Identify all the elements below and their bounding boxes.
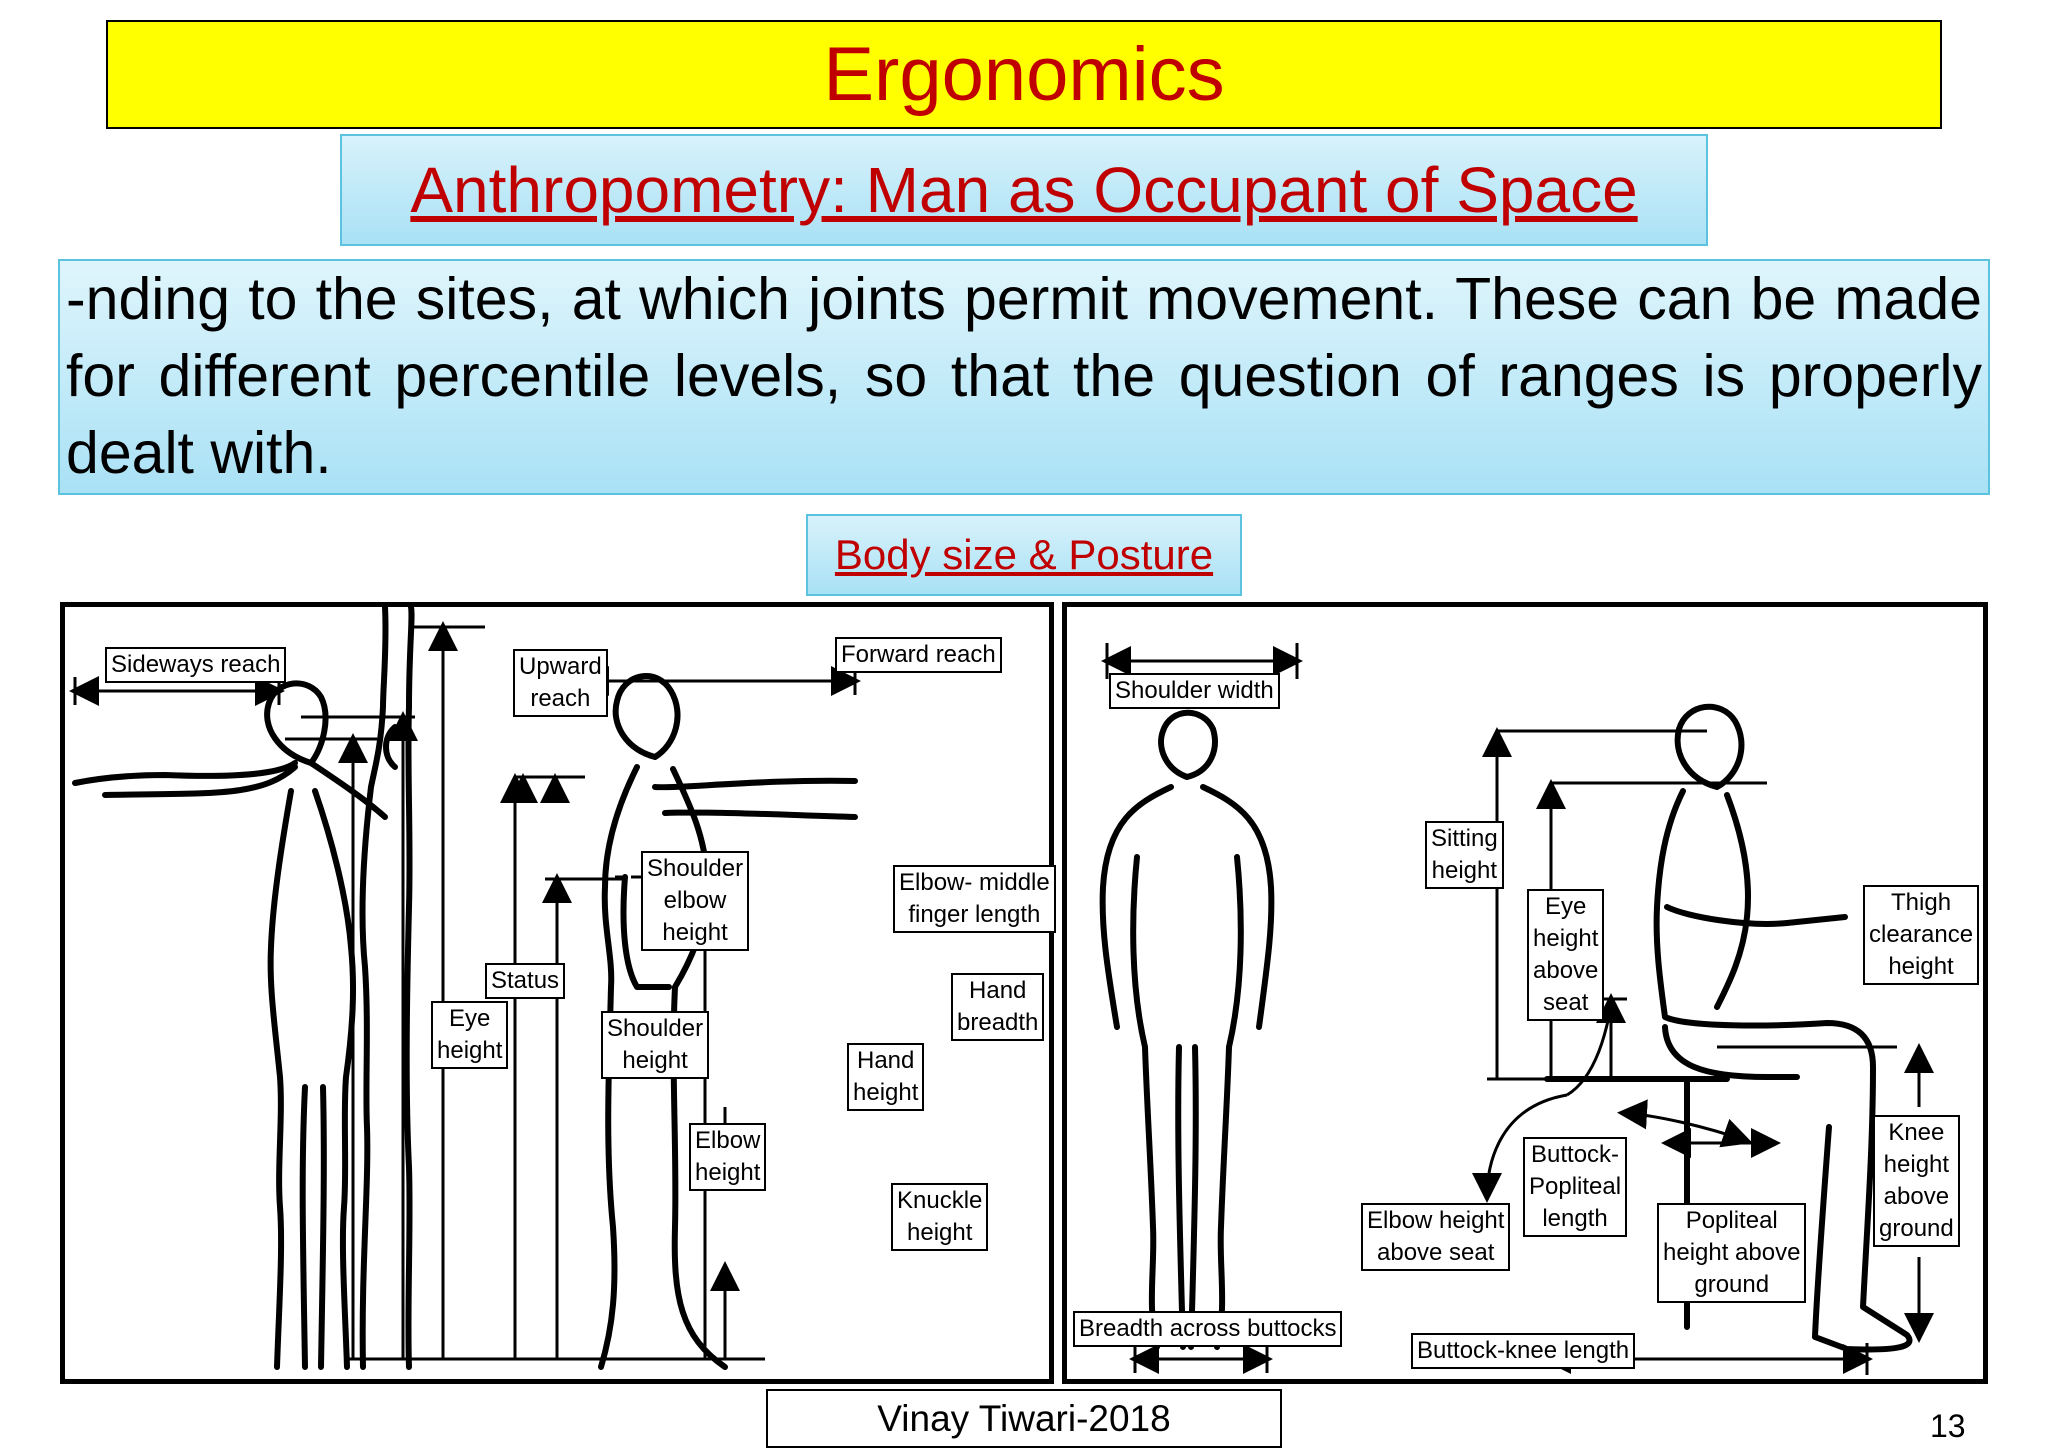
body-text-box: -nding to the sites, at which joints per…: [58, 259, 1990, 495]
label-thigh-clearance-height: Thigh clearance height: [1863, 885, 1980, 985]
label-shoulder-height: Shoulder height: [601, 1011, 710, 1079]
label-buttock-knee-length: Buttock-knee length: [1411, 1333, 1636, 1369]
label-shoulder-elbow-height: Shoulder elbow height: [641, 851, 750, 951]
section-heading: Body size & Posture: [806, 514, 1242, 596]
label-elbow-middle-finger-length: Elbow- middle finger length: [893, 865, 1056, 933]
label-breadth-across-buttocks: Breadth across buttocks: [1073, 1311, 1343, 1347]
label-knee-height-above-ground: Knee height above ground: [1873, 1115, 1960, 1247]
seated-figure-drawing: [1099, 643, 1934, 1375]
slide-title: Ergonomics: [106, 20, 1942, 129]
body-line-1: -nding to the sites, at which joints per…: [66, 266, 1982, 332]
page-number: 13: [1930, 1408, 1966, 1444]
label-eye-height: Eye height: [431, 1001, 509, 1069]
label-status: Status: [485, 963, 566, 999]
label-buttock-popliteal-length: Buttock- Popliteal length: [1523, 1137, 1628, 1237]
front-figure-outline: [1099, 709, 1275, 1350]
label-hand-breadth: Hand breadth: [951, 973, 1045, 1041]
front-figure-outline: [72, 680, 388, 1370]
label-upward-reach: Upward reach: [513, 649, 608, 717]
label-elbow-height-above-seat: Elbow height above seat: [1361, 1203, 1511, 1271]
seated-figure-outline: [1653, 703, 1913, 1353]
label-eye-height-above-seat: Eye height above seat: [1527, 889, 1605, 1021]
label-shoulder-width: Shoulder width: [1109, 673, 1280, 709]
label-popliteal-height-above-ground: Popliteal height above ground: [1657, 1203, 1807, 1303]
label-knuckle-height: Knuckle height: [891, 1183, 989, 1251]
standing-dimensions-figure: Sideways reach Upward reach Forward reac…: [60, 602, 1056, 1384]
body-line-3: dealt with.: [66, 420, 332, 486]
body-line-2: for different percentile levels, so that…: [66, 343, 1982, 409]
label-sideways-reach: Sideways reach: [105, 647, 287, 683]
profile-figure-outline: [359, 607, 415, 1370]
label-sitting-height: Sitting height: [1425, 821, 1504, 889]
seated-dimensions-figure: Shoulder width Sitting height Eye height…: [1062, 602, 1988, 1384]
footer-author: Vinay Tiwari-2018: [766, 1389, 1282, 1448]
slide-subtitle: Anthropometry: Man as Occupant of Space: [340, 134, 1708, 246]
label-forward-reach: Forward reach: [835, 637, 1002, 673]
label-elbow-height: Elbow height: [689, 1123, 767, 1191]
label-hand-height: Hand height: [847, 1043, 925, 1111]
